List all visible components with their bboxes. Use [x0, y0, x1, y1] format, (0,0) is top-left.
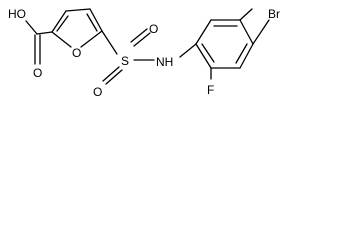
- bond-ring-c4-c5: [239, 43, 254, 69]
- bond-furan-o-c2: [51, 31, 72, 48]
- bond-ring-c3-c4: [239, 19, 254, 45]
- bond-ring-c6-c1-inner: [201, 43, 215, 63]
- bond-amine-ring: [179, 43, 197, 58]
- atom-label-fluorine: F: [207, 83, 214, 97]
- bond-hydroxyl: [25, 20, 38, 35]
- bond-carboxyl-furan: [36, 31, 53, 35]
- bond-furan-sulfur: [101, 30, 118, 55]
- bond-ring-c1-c2: [195, 19, 212, 45]
- bond-furan-c2-c3: [51, 10, 67, 33]
- atom-label-hydroxyl: HO: [8, 7, 26, 21]
- bond-ring-c6-c1: [195, 43, 212, 69]
- molecule-drawing: HO O O S O O NH Br F: [8, 7, 280, 99]
- atom-label-sulfonyl-oxygen-bottom: O: [93, 85, 102, 99]
- structure-diagram: HO O O S O O NH Br F: [8, 7, 280, 99]
- bond-bromine-stub: [252, 19, 270, 45]
- bond-sulfur-oxygen-bottom-second: [105, 69, 123, 85]
- bond-ring-bromine: [239, 8, 253, 21]
- atom-label-furan-oxygen: O: [72, 46, 81, 60]
- atom-label-amine: NH: [156, 55, 173, 69]
- bond-furan-c4-c5: [89, 8, 103, 32]
- bond-furan-c3-c3-inner: [56, 15, 69, 32]
- bond-furan-c4-c5-inner: [86, 13, 98, 32]
- bond-sulfur-oxygen-bottom: [102, 66, 120, 82]
- atom-label-carbonyl-oxygen: O: [33, 66, 42, 80]
- atom-label-sulfur: S: [121, 54, 129, 68]
- bond-sulfur-oxygen-top: [133, 32, 151, 47]
- bond-furan-c5-o: [80, 30, 103, 48]
- bond-sulfur-oxygen-top-second: [130, 28, 148, 43]
- bond-furan-c3-c4: [65, 8, 91, 12]
- bond-ring-c4-c5-inner: [235, 43, 248, 64]
- atom-label-bromine: Br: [268, 7, 280, 21]
- atom-label-sulfonyl-oxygen-top: O: [149, 22, 158, 36]
